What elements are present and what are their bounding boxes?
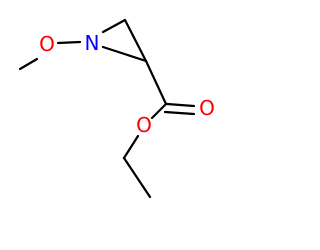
bond-nitrogen-ring-ch <box>101 45 148 63</box>
bond-ester-oxygen-ethyl-ch2 <box>122 134 140 160</box>
bond-carbonyl-carbon-ester-oxygen <box>150 102 168 120</box>
ring-nitrogen-label: N <box>85 31 100 55</box>
bond-ring-ch2-ring-ch <box>123 18 148 63</box>
bond-nitrogen-ring-ch2 <box>101 18 127 34</box>
bond-carbonyl-double-1 <box>165 102 196 108</box>
bond-carbonyl-double-2 <box>163 110 196 116</box>
bond-ring-ch-carbonyl-carbon <box>144 59 168 106</box>
carbonyl-oxygen-label: O <box>199 96 215 120</box>
chemical-structure-diagram: O N O O <box>18 18 215 199</box>
bond-ethyl-ch2-ch3 <box>122 156 152 199</box>
methoxy-oxygen-label: O <box>39 32 55 56</box>
bond-methoxy-oxygen-nitrogen <box>56 40 82 45</box>
ester-oxygen-label: O <box>136 113 152 137</box>
bond-methyl-methoxy-oxygen <box>18 57 39 71</box>
